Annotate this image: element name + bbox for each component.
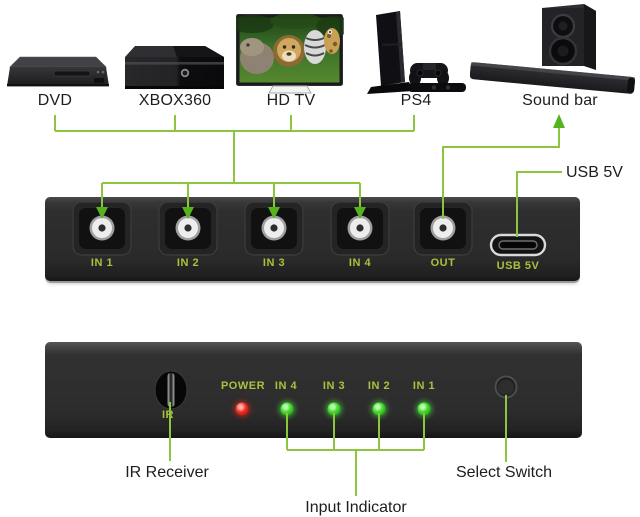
arrow-up-soundbar-icon xyxy=(553,114,565,128)
toslink-port-in1: IN 1 xyxy=(70,200,134,269)
port-label-in3: IN 3 xyxy=(262,257,286,269)
usb-c-port: USB 5V xyxy=(486,233,550,272)
toslink-port-icon xyxy=(72,201,132,256)
indicator-label-in3: IN 3 xyxy=(322,380,346,392)
source-stub-lines xyxy=(54,115,415,131)
input-led-in4 xyxy=(280,402,294,416)
soundbar-label: Sound bar xyxy=(522,92,598,109)
hdtv-image xyxy=(236,14,344,94)
ir-receiver xyxy=(154,370,188,410)
ps4-label: PS4 xyxy=(400,92,432,109)
ps4-console-image xyxy=(367,11,466,94)
input-led-in1 xyxy=(417,402,431,416)
power-led xyxy=(235,402,249,416)
toslink-port-in4: IN 4 xyxy=(328,200,392,269)
indicator-label-in1: IN 1 xyxy=(412,380,436,392)
switch-back-panel: IN 1 IN 2 IN 3 xyxy=(45,197,580,281)
toslink-port-icon xyxy=(244,201,304,256)
usb-callout-label: USB 5V xyxy=(566,164,623,181)
usb-port-label: USB 5V xyxy=(496,260,540,272)
toslink-port-icon xyxy=(413,201,473,256)
select-switch-button xyxy=(494,375,518,399)
dvd-label: DVD xyxy=(37,92,73,109)
port-label-in2: IN 2 xyxy=(176,257,200,269)
port-label-in4: IN 4 xyxy=(348,257,372,269)
indicator-label-in2: IN 2 xyxy=(367,380,391,392)
hdtv-label: HD TV xyxy=(266,92,316,109)
dvd-player-image xyxy=(7,56,109,87)
ir-label: IR xyxy=(162,409,174,421)
input-indicator-callout-label: Input Indicator xyxy=(305,499,407,516)
connector-lines xyxy=(54,115,562,496)
toslink-port-in2: IN 2 xyxy=(156,200,220,269)
soundbar-image xyxy=(470,4,636,94)
input-indicator-bus-line xyxy=(287,449,424,496)
port-label-out: OUT xyxy=(430,257,456,269)
xbox360-label: XBOX360 xyxy=(138,92,212,109)
switch-front-panel: IR POWER IN 4 IN 3 IN 2 IN 1 xyxy=(45,342,582,438)
power-label: POWER xyxy=(220,380,266,392)
port-label-in1: IN 1 xyxy=(90,257,114,269)
input-led-in3 xyxy=(327,402,341,416)
ir-receiver-callout-label: IR Receiver xyxy=(125,464,209,481)
toslink-port-out: OUT xyxy=(411,200,475,269)
toslink-port-icon xyxy=(330,201,390,256)
input-led-in2 xyxy=(372,402,386,416)
toslink-port-in3: IN 3 xyxy=(242,200,306,269)
toslink-port-icon xyxy=(158,201,218,256)
select-switch-callout-label: Select Switch xyxy=(455,464,553,481)
xbox360-console-image xyxy=(125,46,224,89)
indicator-label-in4: IN 4 xyxy=(274,380,298,392)
usb-c-port-icon xyxy=(489,233,547,257)
